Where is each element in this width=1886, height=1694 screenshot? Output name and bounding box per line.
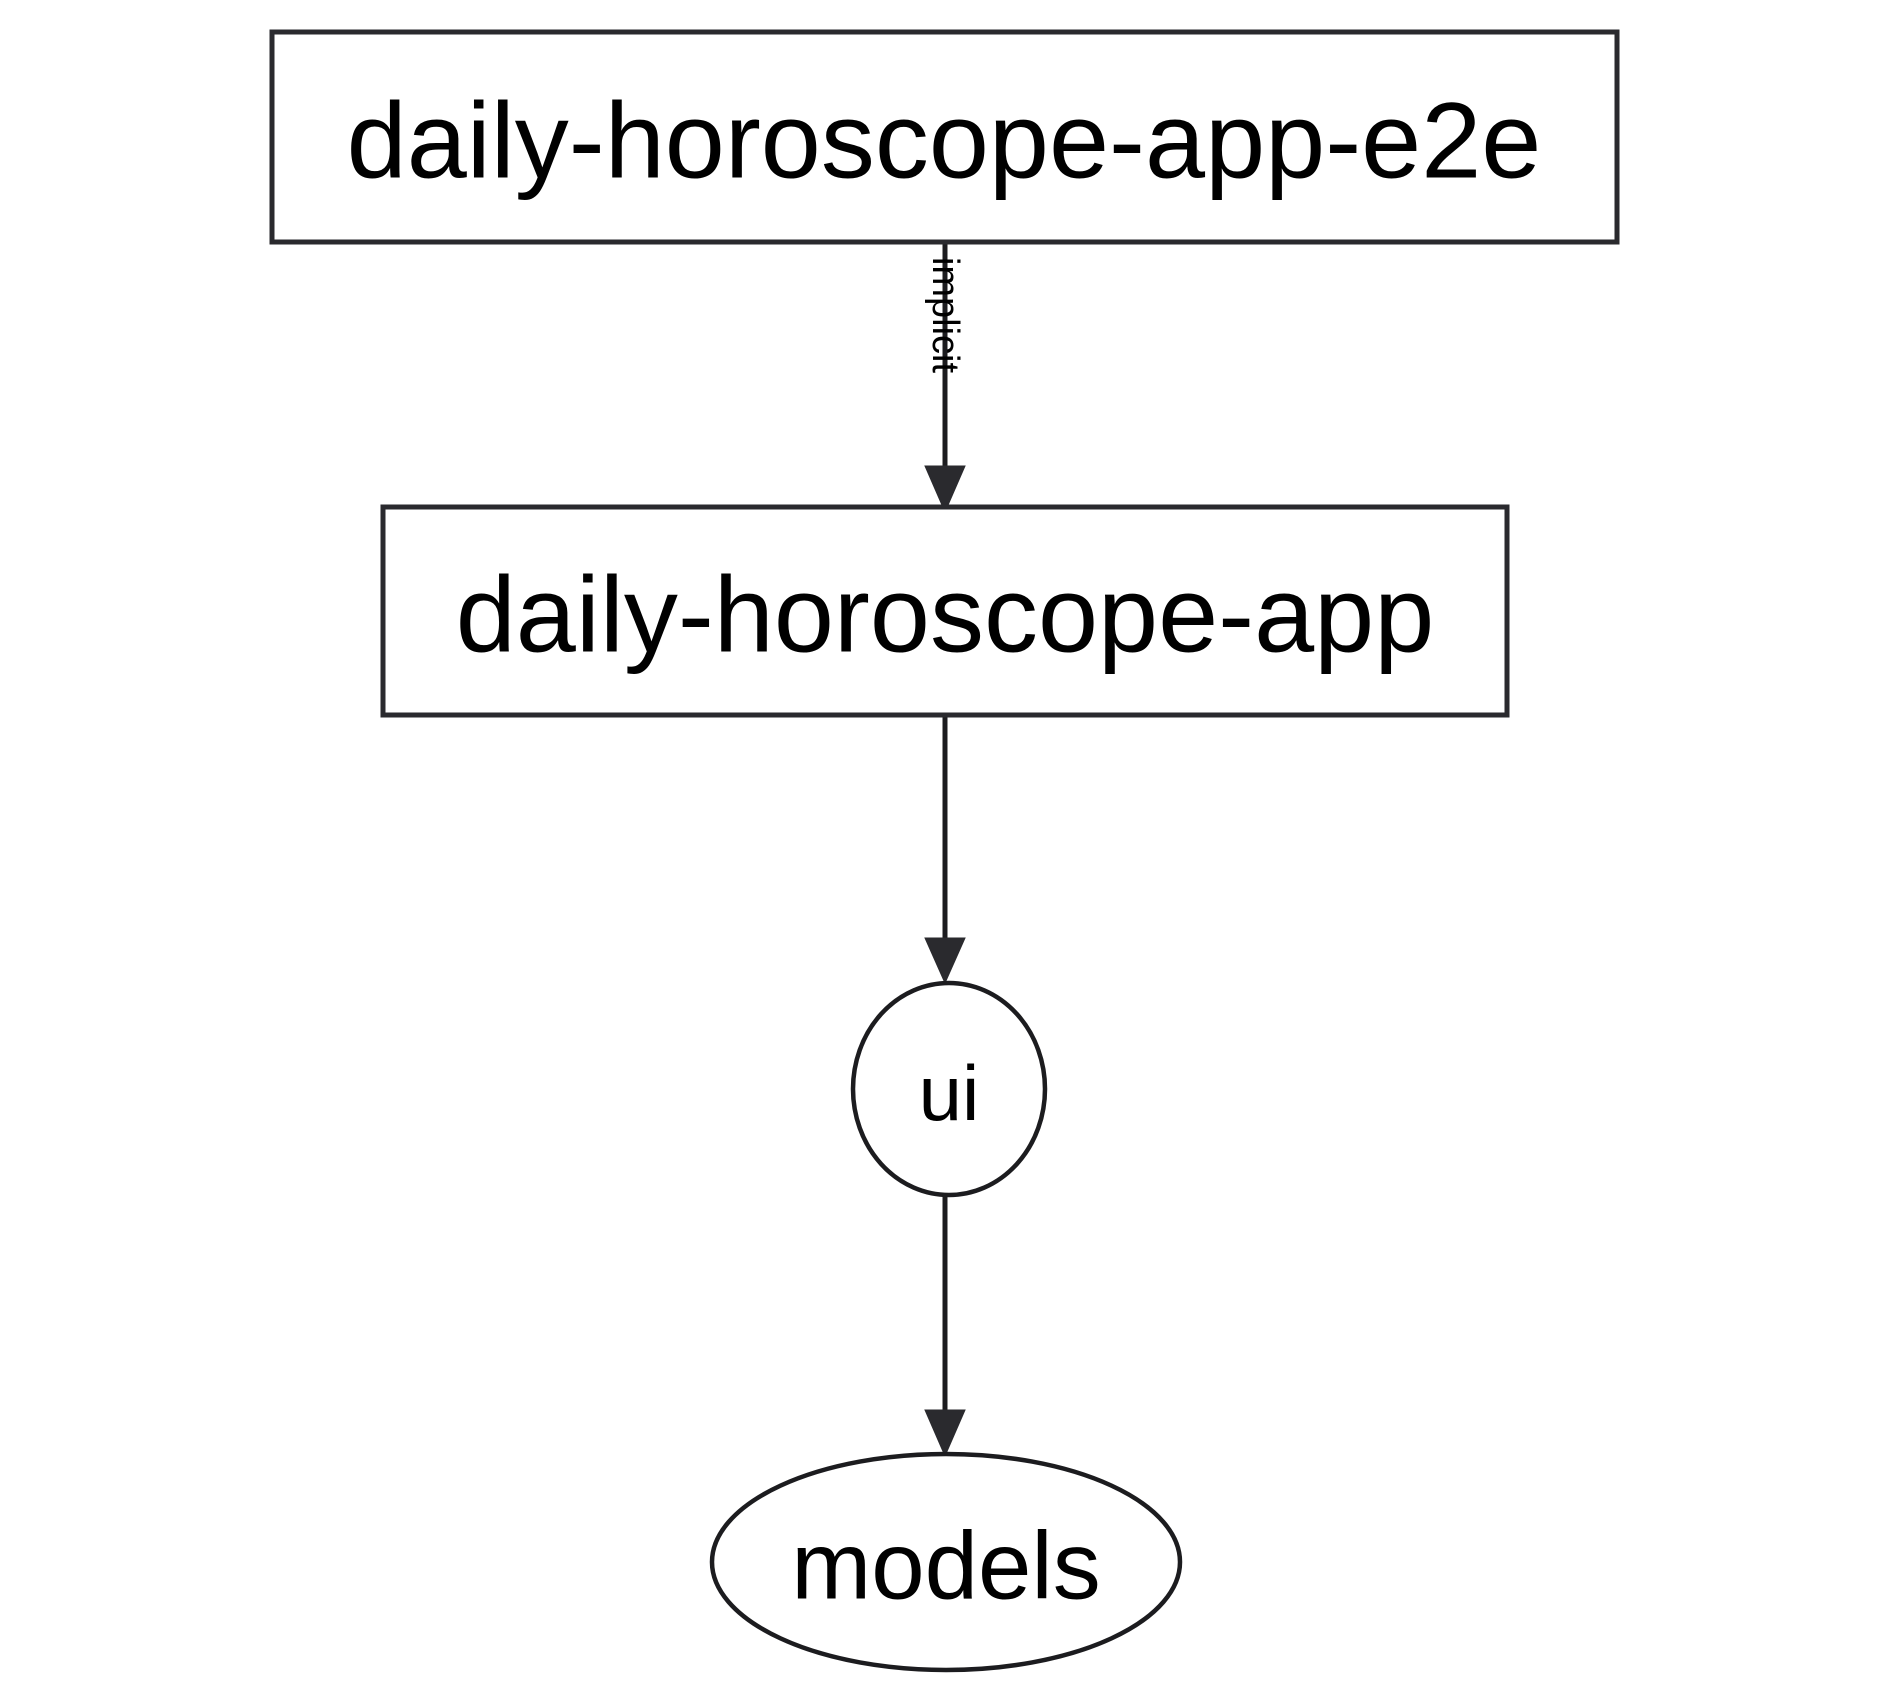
node-shape-ellipse [709, 1451, 1183, 1673]
edge-label-implicit: implicit [924, 257, 966, 374]
edge-ui-to-models[interactable] [924, 1195, 966, 1458]
node-shape-rectangle [269, 29, 1620, 245]
node-label: models [791, 1513, 1100, 1620]
node-ui[interactable]: ui [850, 980, 1048, 1198]
node-shape-rectangle [380, 504, 1510, 718]
arrowhead-icon [924, 937, 966, 985]
node-daily-horoscope-app-e2e[interactable]: daily-horoscope-app-e2e [269, 29, 1620, 245]
node-label: ui [919, 1049, 980, 1137]
node-daily-horoscope-app[interactable]: daily-horoscope-app [380, 504, 1510, 718]
edge-label-text: implicit [924, 257, 966, 374]
edge-app-to-ui[interactable] [924, 715, 966, 985]
node-models[interactable]: models [709, 1451, 1183, 1673]
node-shape-ellipse [850, 980, 1048, 1198]
arrowhead-icon [924, 465, 966, 514]
arrowhead-icon [924, 1409, 966, 1458]
node-label: daily-horoscope-app-e2e [347, 80, 1542, 201]
node-label: daily-horoscope-app [456, 554, 1435, 675]
edge-e2e-to-app[interactable] [924, 242, 966, 514]
